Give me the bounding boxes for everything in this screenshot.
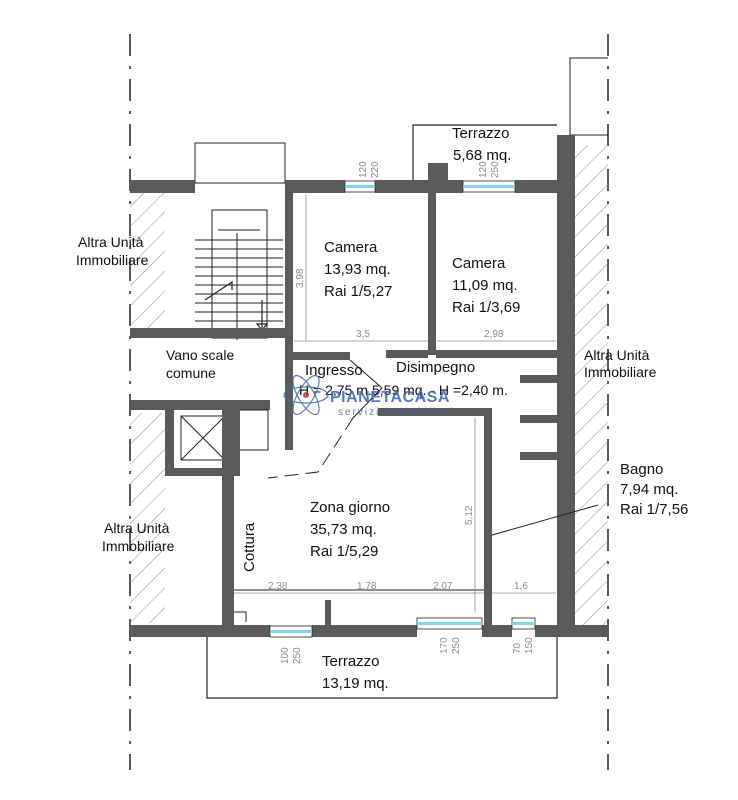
dimension-lines (234, 195, 556, 612)
camera1-area: 13,93 mq. (324, 261, 391, 278)
neighbor-right-line1: Altra Unità (584, 347, 650, 363)
win4-a: 170 (439, 637, 450, 654)
neighbor-left-top-line1: Altra Unità (78, 234, 144, 250)
neighbor-left-bottom-line2: Immobiliare (102, 538, 175, 554)
dim-camera1-height: 3,98 (295, 268, 306, 288)
neighbor-hatch-top-left (130, 193, 165, 328)
win4-b: 250 (451, 637, 462, 654)
disimpegno-detail: 5,59 mq. - H =2,40 m. (372, 382, 508, 398)
cottura-name: Cottura (241, 522, 258, 572)
dim-camera2-width: 2,98 (484, 329, 504, 340)
vano-scale-line2: comune (166, 365, 216, 381)
kitchen-corner (234, 611, 247, 622)
terrazzo-top-area: 5,68 mq. (453, 147, 511, 164)
win3-a: 100 (280, 647, 291, 664)
neighbor-hatch-right (575, 145, 608, 625)
dim-bottom-b: 1,78 (357, 581, 377, 592)
walls (130, 135, 608, 637)
zona-giorno-area: 35,73 mq. (310, 521, 377, 538)
camera1-rai: Rai 1/5,27 (324, 283, 392, 300)
neighbor-left-bottom-line1: Altra Unità (104, 520, 170, 536)
dim-bottom-c: 2,07 (433, 581, 453, 592)
camera2-name: Camera (452, 255, 506, 272)
watermark-tagline: servizi immobiliari (338, 407, 455, 418)
zona-giorno-name: Zona giorno (310, 499, 390, 516)
camera1-name: Camera (324, 239, 378, 256)
entry-recess (240, 409, 269, 451)
dim-bottom-a: 2,38 (268, 581, 288, 592)
atom-logo-icon (283, 374, 329, 416)
dashed-path (267, 417, 354, 479)
windows (269, 180, 536, 638)
watermark: PIANETACASA servizi immobiliari (283, 374, 455, 418)
neighbor-left-top-line2: Immobiliare (76, 252, 149, 268)
win1-a: 120 (358, 161, 369, 178)
watermark-brand: PIANETACASA (330, 389, 450, 406)
camera2-rai: Rai 1/3,69 (452, 299, 520, 316)
win3-b: 250 (292, 647, 303, 664)
camera2-area: 11,09 mq. (452, 277, 518, 294)
terrazzo-bottom-name: Terrazzo (322, 653, 380, 670)
ingresso-height: H = 2,75 m. (299, 382, 372, 398)
terrazzo-top-outline (412, 124, 557, 180)
entry-partition (349, 359, 383, 419)
win2-a: 120 (478, 161, 489, 178)
neighbor-right-line2: Immobiliare (584, 364, 657, 380)
neighbor-hatch-bottom-left (130, 413, 165, 623)
vano-scale-line1: Vano scale (166, 347, 234, 363)
win5-b: 150 (524, 637, 535, 654)
dim-camera1-width: 3,5 (356, 329, 370, 340)
dim-bottom-d: 1,6 (514, 581, 528, 592)
bagno-name: Bagno (620, 461, 663, 478)
bagno-area: 7,94 mq. (620, 481, 678, 498)
zona-giorno-rai: Rai 1/5,29 (310, 543, 378, 560)
terrazzo-top-name: Terrazzo (452, 125, 510, 142)
win2-b: 250 (490, 161, 501, 178)
bagno-leader (491, 504, 599, 536)
disimpegno-name: Disimpegno (396, 359, 475, 376)
win5-a: 70 (512, 642, 523, 654)
terrazzo-bottom-outline (206, 637, 558, 699)
outline-top-right (569, 57, 608, 135)
dim-zona-height: 5,12 (464, 505, 475, 525)
stairwell (194, 142, 286, 340)
win1-b: 220 (370, 161, 381, 178)
bagno-rai: Rai 1/7,56 (620, 501, 688, 518)
terrazzo-bottom-area: 13,19 mq. (322, 675, 389, 692)
ingresso-name: Ingresso (305, 362, 363, 379)
